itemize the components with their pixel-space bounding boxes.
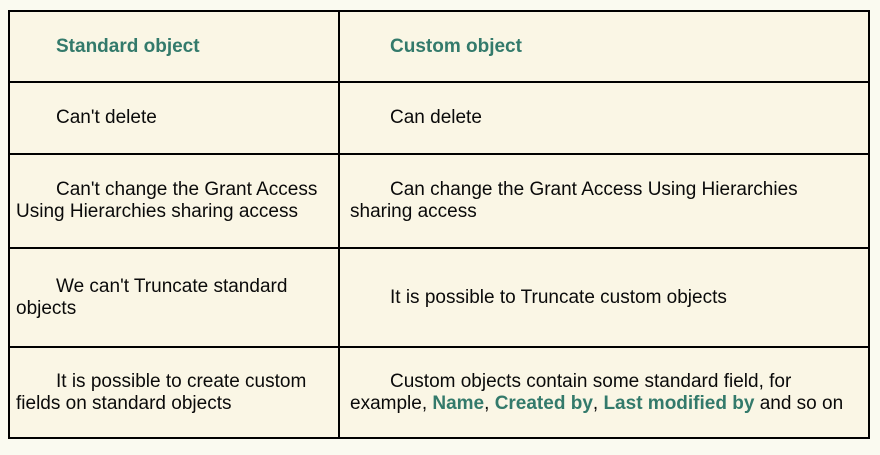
cell-text: Can't change the Grant Access Using Hier…: [16, 179, 318, 222]
cell-text: Can delete: [390, 107, 482, 128]
standard-object-cell: It is possible to create custom fields o…: [8, 346, 340, 439]
cell-text: Can't delete: [56, 107, 157, 128]
cell-text: It is possible to Truncate custom object…: [390, 286, 727, 308]
custom-object-header-label: Custom object: [390, 35, 522, 57]
table-header-row: Standard object Custom object: [8, 10, 870, 83]
table-row: It is possible to create custom fields o…: [8, 346, 870, 439]
standard-object-header: Standard object: [8, 10, 340, 83]
standard-object-cell: Can't change the Grant Access Using Hier…: [8, 153, 340, 249]
cell-text: Custom objects contain some standard fie…: [350, 370, 844, 414]
table-row: Can't change the Grant Access Using Hier…: [8, 153, 870, 249]
cell-text: We can't Truncate standard objects: [16, 275, 288, 319]
standard-object-header-label: Standard object: [56, 35, 200, 57]
comparison-table: Standard object Custom object Can't dele…: [8, 10, 870, 439]
cell-text: Can change the Grant Access Using Hierar…: [350, 179, 798, 222]
table-row: We can't Truncate standard objects It is…: [8, 247, 870, 348]
custom-object-cell: Can delete: [338, 81, 870, 155]
table-row: Can't delete Can delete: [8, 81, 870, 155]
custom-object-header: Custom object: [338, 10, 870, 83]
standard-object-cell: Can't delete: [8, 81, 340, 155]
custom-object-cell: It is possible to Truncate custom object…: [338, 247, 870, 348]
standard-object-cell: We can't Truncate standard objects: [8, 247, 340, 348]
custom-object-cell: Can change the Grant Access Using Hierar…: [338, 153, 870, 249]
custom-object-cell: Custom objects contain some standard fie…: [338, 346, 870, 439]
cell-text: It is possible to create custom fields o…: [16, 370, 307, 414]
